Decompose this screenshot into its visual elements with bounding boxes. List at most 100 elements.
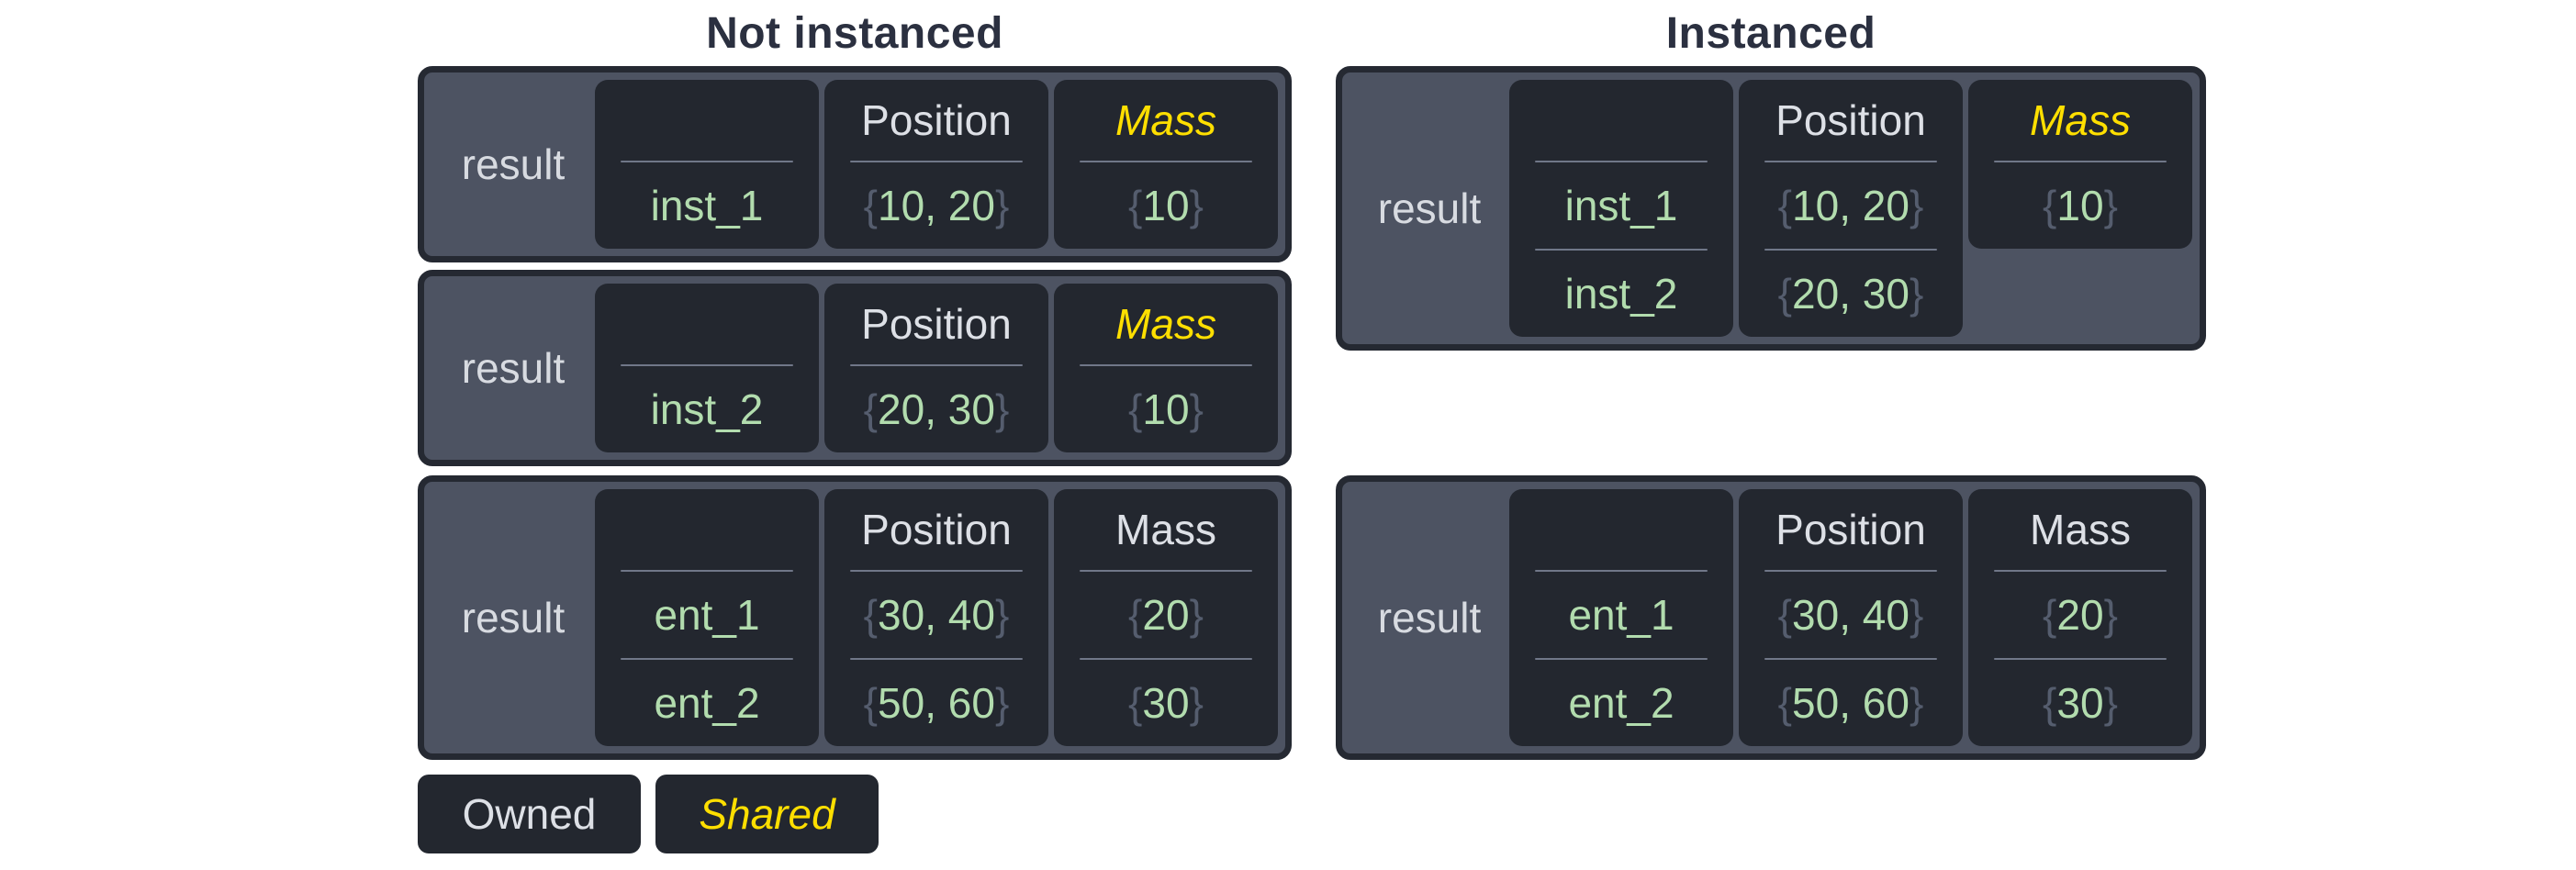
row-divider	[1764, 658, 1937, 660]
brace-open-glyph: {	[863, 385, 879, 433]
brace-open-glyph: {	[863, 591, 879, 639]
brace-close-glyph: }	[1909, 270, 1924, 318]
cell-value: {20}	[1054, 572, 1278, 658]
cell-value: {50, 60}	[1739, 660, 1963, 746]
row-divider	[1994, 161, 2167, 162]
entity-column: inst_1 inst_2	[1509, 80, 1733, 337]
legend-owned: Owned	[418, 775, 641, 853]
result-label: result	[461, 594, 566, 641]
mass-column: Mass {10}	[1054, 80, 1278, 249]
entity-name: ent_1	[654, 591, 760, 639]
brace-open-glyph: {	[863, 679, 879, 727]
column-header: Mass	[2030, 506, 2131, 553]
result-label: result	[1377, 594, 1482, 641]
cell-number: 20	[2056, 591, 2104, 639]
cell-number: 20, 30	[1792, 270, 1910, 318]
entity-name: ent_1	[1568, 591, 1674, 639]
entity-column: inst_1	[595, 80, 819, 249]
brace-close-glyph: }	[1909, 591, 1924, 639]
result-label: result	[1377, 184, 1482, 232]
not-instanced-title: Not instanced	[706, 8, 1003, 58]
brace-open-glyph: {	[1128, 679, 1143, 727]
cell-value: {30}	[1968, 660, 2192, 746]
cell-number: 50, 60	[1792, 679, 1910, 727]
cell-number: 10	[1142, 385, 1190, 433]
row-divider	[621, 364, 793, 366]
mass-column: Mass {10}	[1054, 284, 1278, 452]
cell-number: 10	[2056, 182, 2104, 229]
row-divider	[1080, 570, 1252, 572]
brace-open-glyph: {	[863, 182, 879, 229]
column-header	[1509, 80, 1733, 161]
column-header: Mass	[1115, 96, 1216, 144]
instanced-title: Instanced	[1665, 8, 1876, 58]
brace-open-glyph: {	[1777, 270, 1793, 318]
brace-open-glyph: {	[1777, 182, 1793, 229]
brace-open-glyph: {	[1128, 385, 1143, 433]
column-group: inst_1 Position {10, 20} Mass {10}	[595, 80, 1278, 249]
column-header: Position	[861, 96, 1012, 144]
cell-value: {30, 40}	[824, 572, 1048, 658]
cell-value: {10, 20}	[824, 162, 1048, 249]
cell-value: {10}	[1054, 162, 1278, 249]
entity-name: inst_1	[650, 182, 764, 229]
column-header	[595, 489, 819, 570]
entity-name: ent_2	[1568, 679, 1674, 727]
column-header: Position	[1775, 506, 1926, 553]
position-column: Position{10, 20}{20, 30}	[1739, 80, 1963, 337]
cell-value: {30}	[1054, 660, 1278, 746]
row-divider	[1764, 570, 1937, 572]
brace-open-glyph: {	[1128, 182, 1143, 229]
cell-value: {10}	[1968, 162, 2192, 249]
brace-close-glyph: }	[1189, 182, 1204, 229]
brace-close-glyph: }	[2103, 182, 2118, 229]
cell-value: {10, 20}	[1739, 162, 1963, 249]
row-divider	[850, 161, 1023, 162]
mass-column: Mass {20}{30}	[1968, 489, 2192, 746]
brace-close-glyph: }	[1189, 591, 1204, 639]
entity-name: inst_2	[1564, 270, 1678, 318]
cell-value: {20, 30}	[824, 366, 1048, 452]
cell-number: 30	[2056, 679, 2104, 727]
brace-close-glyph: }	[994, 182, 1010, 229]
entity-name: inst_2	[650, 385, 764, 433]
cell-value: {50, 60}	[824, 660, 1048, 746]
row-divider	[621, 161, 793, 162]
entity-column: ent_1 ent_2	[1509, 489, 1733, 746]
brace-close-glyph: }	[994, 679, 1010, 727]
row-divider	[1535, 658, 1708, 660]
brace-open-glyph: {	[2043, 591, 2057, 639]
entity-name: inst_1	[1564, 182, 1678, 229]
row-divider	[621, 570, 793, 572]
row-divider	[850, 570, 1023, 572]
column-header	[595, 80, 819, 161]
column-header: Position	[1775, 96, 1926, 144]
brace-open-glyph: {	[2043, 679, 2057, 727]
brace-close-glyph: }	[1189, 679, 1204, 727]
row-divider	[1535, 161, 1708, 162]
cell-number: 10, 20	[1792, 182, 1910, 229]
column-group: inst_2 Position {20, 30} Mass {10}	[595, 284, 1278, 452]
brace-close-glyph: }	[2103, 679, 2118, 727]
cell-value: {30, 40}	[1739, 572, 1963, 658]
brace-close-glyph: }	[1909, 182, 1924, 229]
brace-close-glyph: }	[994, 385, 1010, 433]
column-header: Mass	[1115, 300, 1216, 348]
column-header: Position	[861, 300, 1012, 348]
cell-value: {10}	[1054, 366, 1278, 452]
column-header	[595, 284, 819, 364]
column-header	[1509, 489, 1733, 570]
position-column: Position {10, 20}	[824, 80, 1048, 249]
entity-column: inst_2	[595, 284, 819, 452]
